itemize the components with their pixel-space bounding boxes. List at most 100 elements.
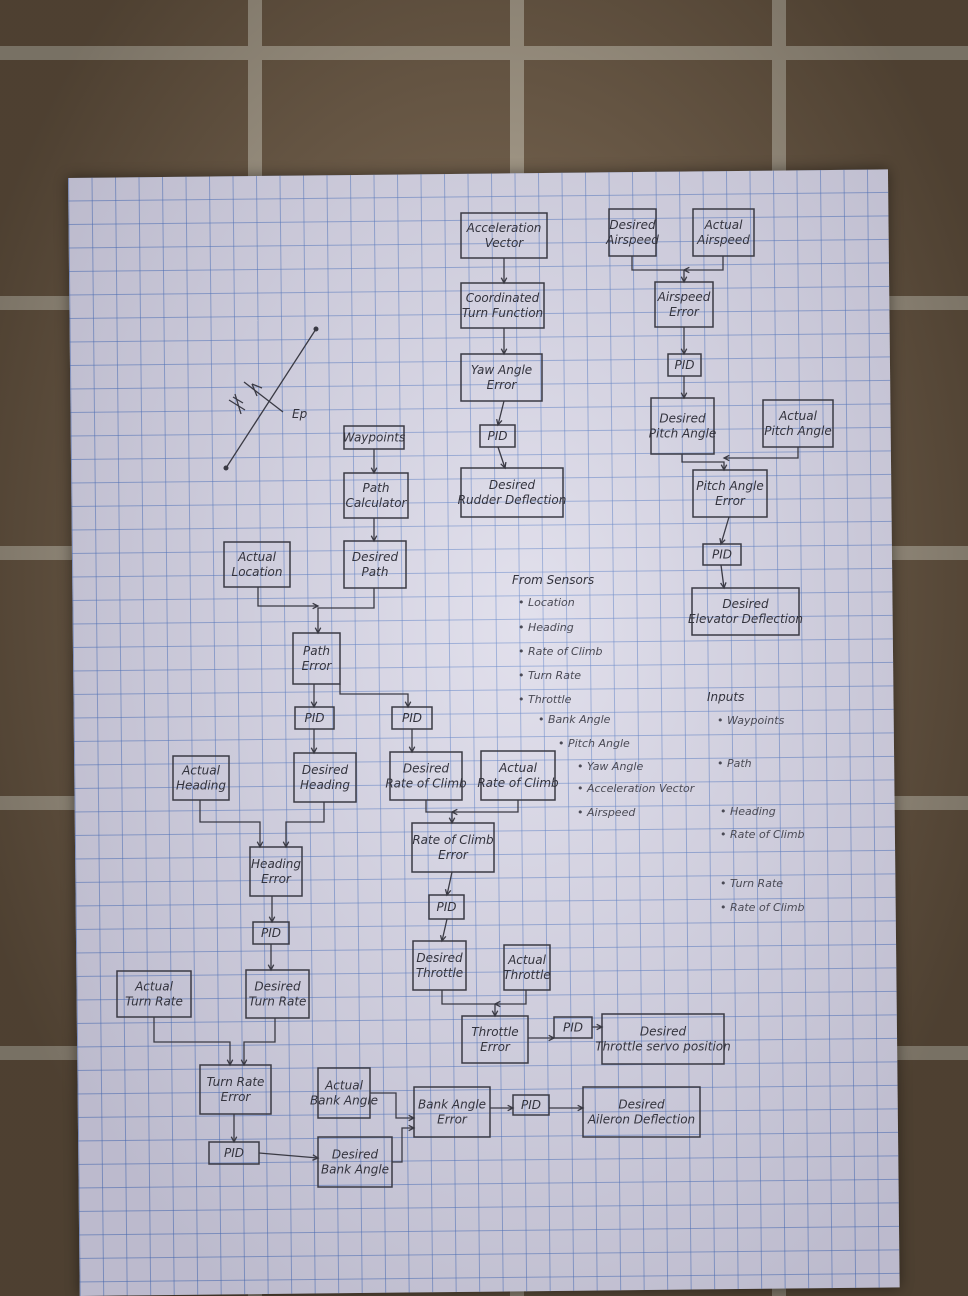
- block-label: PID: [521, 1098, 541, 1112]
- block-label: PID: [674, 358, 694, 372]
- block-outline: [691, 587, 800, 636]
- connector-arrow: [441, 918, 448, 942]
- from-sensors-item: • Location: [518, 596, 575, 609]
- from-sensors-item: • Pitch Angle: [558, 737, 630, 750]
- block-label: Yaw Angle: [471, 363, 532, 377]
- block-pid-pitch: PID: [702, 543, 742, 566]
- block-outline: [460, 212, 548, 259]
- arrowhead: [682, 266, 690, 274]
- block-outline: [411, 822, 495, 873]
- connector-arrow: [257, 587, 318, 607]
- block-label: Throttle servo position: [595, 1040, 731, 1054]
- connector-arrow: [285, 802, 325, 847]
- block-outline: [654, 281, 714, 328]
- block-waypoints: Waypoints: [343, 425, 405, 450]
- block-label: Heading: [176, 779, 226, 793]
- block-outline: [343, 425, 405, 450]
- connector-arrow: [339, 684, 409, 707]
- block-outline: [692, 469, 768, 518]
- block-pid-heading: PID: [252, 921, 290, 945]
- block-label: Pitch Angle: [764, 424, 831, 438]
- from-sensors-item: • Yaw Angle: [577, 760, 643, 773]
- block-outline: [702, 543, 742, 566]
- block-label: Desired: [489, 478, 536, 492]
- block-label: Location: [232, 565, 283, 579]
- block-outline: [460, 353, 543, 402]
- block-label: Actual: [507, 953, 546, 967]
- path-error-sketch: Ep: [223, 326, 319, 471]
- block-label: PID: [712, 548, 732, 562]
- block-label: PID: [436, 900, 456, 914]
- block-label: Throttle: [503, 968, 550, 982]
- block-outline: [252, 921, 290, 945]
- connector-arrow: [425, 800, 453, 823]
- block-outline: [460, 282, 545, 329]
- from-sensors-title: From Sensors: [512, 573, 594, 587]
- block-label: Path: [362, 565, 389, 579]
- block-outline: [512, 1094, 550, 1116]
- from-sensors-item: • Turn Rate: [518, 669, 581, 682]
- block-label: Actual: [181, 764, 220, 778]
- connector-arrow: [681, 454, 725, 470]
- block-label: Desired: [609, 218, 656, 232]
- block-outline: [461, 1015, 529, 1064]
- block-outline: [650, 397, 715, 455]
- arrowhead: [722, 454, 730, 462]
- block-outline: [172, 755, 230, 801]
- block-label: Throttle: [416, 966, 463, 980]
- block-label: Turn Function: [462, 306, 543, 320]
- connector-arrow: [370, 1092, 414, 1119]
- block-label: Desired: [416, 951, 463, 965]
- block-label: Actual: [704, 218, 743, 232]
- block-label: Actual: [237, 550, 276, 564]
- block-outline: [503, 944, 551, 991]
- block-outline: [293, 752, 357, 803]
- block-label: PID: [261, 926, 281, 940]
- block-label: Bank Angle: [310, 1094, 378, 1108]
- from-sensors-item: • Heading: [518, 621, 574, 634]
- block-label: Error: [438, 848, 469, 862]
- block-label: Error: [715, 494, 746, 508]
- block-outline: [317, 1067, 371, 1119]
- block-outline: [480, 750, 556, 801]
- block-label: Desired: [254, 980, 301, 994]
- connector-arrow: [153, 1017, 231, 1065]
- ep-label: Ep: [292, 407, 308, 421]
- block-label: Rate of Climb: [477, 776, 559, 790]
- block-outline: [412, 940, 467, 991]
- block-outline: [223, 541, 291, 588]
- connector-arrow: [720, 516, 730, 545]
- block-pid-bank: PID: [512, 1094, 550, 1116]
- arrowhead: [312, 602, 320, 610]
- block-outline: [343, 472, 409, 519]
- inputs-item: • Heading: [720, 805, 776, 818]
- block-label: Error: [302, 659, 333, 673]
- block-label: Path: [303, 644, 330, 658]
- block-label: Desired: [659, 412, 706, 426]
- connector-arrow: [199, 800, 261, 847]
- block-outline: [249, 846, 303, 897]
- block-label: Heading: [300, 778, 350, 792]
- from-sensors-item: • Airspeed: [577, 806, 636, 819]
- block-label: Acceleration: [466, 221, 542, 235]
- block-pid-path-heading: PID: [294, 706, 335, 730]
- block-outline: [479, 424, 516, 448]
- block-label: Coordinated: [466, 291, 540, 305]
- connector-arrow: [392, 1127, 414, 1163]
- block-outline: [608, 208, 657, 257]
- connector-arrow: [317, 588, 375, 633]
